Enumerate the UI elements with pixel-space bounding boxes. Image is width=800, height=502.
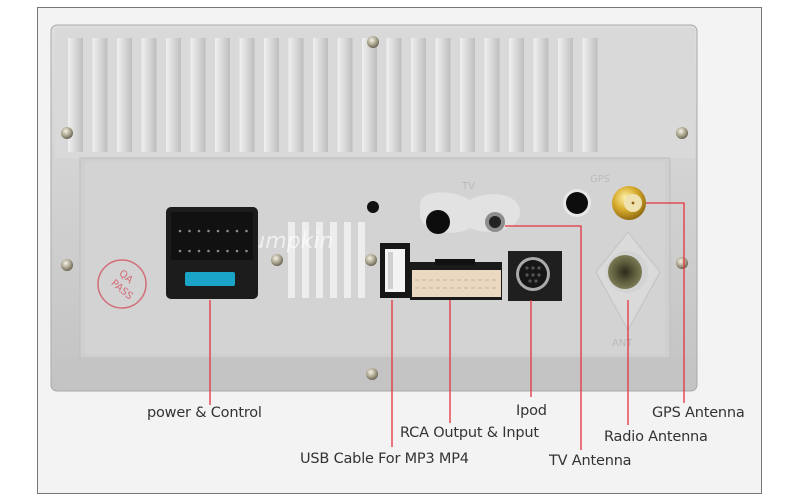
heatsink-fin — [141, 38, 157, 152]
connector-pin — [197, 229, 201, 233]
connector-pin — [226, 229, 229, 233]
callout-radio-antenna: Radio Antenna — [604, 429, 708, 445]
heatsink-fin — [92, 38, 108, 152]
heatsink-fin — [411, 38, 426, 152]
screws — [61, 36, 688, 380]
connector-pin — [197, 249, 201, 253]
rca-connector — [410, 259, 502, 300]
connector-pin — [178, 229, 182, 233]
heatsink-fin — [435, 38, 451, 152]
aux-hole — [563, 189, 591, 217]
connector-pin — [207, 249, 210, 253]
connector-pin — [178, 249, 182, 253]
ipod-port — [508, 251, 562, 301]
usb-port — [380, 243, 410, 298]
heatsink-fin — [215, 38, 230, 152]
heatsink-fin — [264, 38, 279, 152]
connector-pin — [216, 249, 220, 253]
heatsink-fin — [190, 38, 206, 152]
connector-pin — [245, 229, 248, 233]
svg-text:TV: TV — [461, 181, 475, 192]
heatsink-fin — [239, 38, 255, 152]
svg-text:GPS: GPS — [590, 174, 610, 185]
heatsink-fin — [68, 38, 83, 152]
heatsink-fin — [166, 38, 181, 152]
connector-pin — [207, 229, 210, 233]
callout-gps-antenna: GPS Antenna — [652, 405, 745, 421]
heatsink-fin — [313, 38, 328, 152]
heatsink-fin — [460, 38, 475, 152]
heatsink-fin — [509, 38, 524, 152]
leader-lines — [209, 202, 685, 450]
callout-rca: RCA Output & Input — [400, 425, 539, 441]
mount-hole — [367, 201, 379, 213]
connector-pin — [226, 249, 229, 253]
gps-sma-connector: GPS — [590, 174, 646, 220]
mid-vent-fins — [288, 222, 365, 298]
heatsink-fin — [484, 38, 500, 152]
heatsink-fin — [582, 38, 598, 152]
connector-pin — [188, 249, 191, 253]
heatsink-fin — [337, 38, 353, 152]
heatsink-fin — [533, 38, 549, 152]
callout-power-control: power & Control — [147, 405, 262, 421]
tv-port-area: TV — [420, 181, 520, 234]
heatsink-fin — [288, 38, 304, 152]
connector-pin — [235, 249, 239, 253]
connector-pin — [188, 229, 191, 233]
connector-pin — [216, 229, 220, 233]
connector-pins — [178, 229, 248, 253]
heatsink-fin — [386, 38, 402, 152]
callout-tv-antenna: TV Antenna — [549, 453, 632, 469]
power-control-connector — [166, 207, 258, 299]
heatsink-fin — [362, 38, 377, 152]
callout-usb: USB Cable For MP3 MP4 — [300, 451, 469, 467]
radio-antenna-jack: ANT — [595, 231, 661, 349]
heatsink-fins — [68, 38, 598, 152]
leader-line-tv — [505, 225, 582, 450]
heatsink-fin — [117, 38, 132, 152]
callout-ipod: Ipod — [516, 403, 547, 419]
heatsink-fin — [558, 38, 573, 152]
connector-pin — [245, 249, 248, 253]
connector-pin — [235, 229, 239, 233]
leader-line-gps — [646, 202, 685, 403]
svg-text:ANT: ANT — [612, 338, 633, 349]
